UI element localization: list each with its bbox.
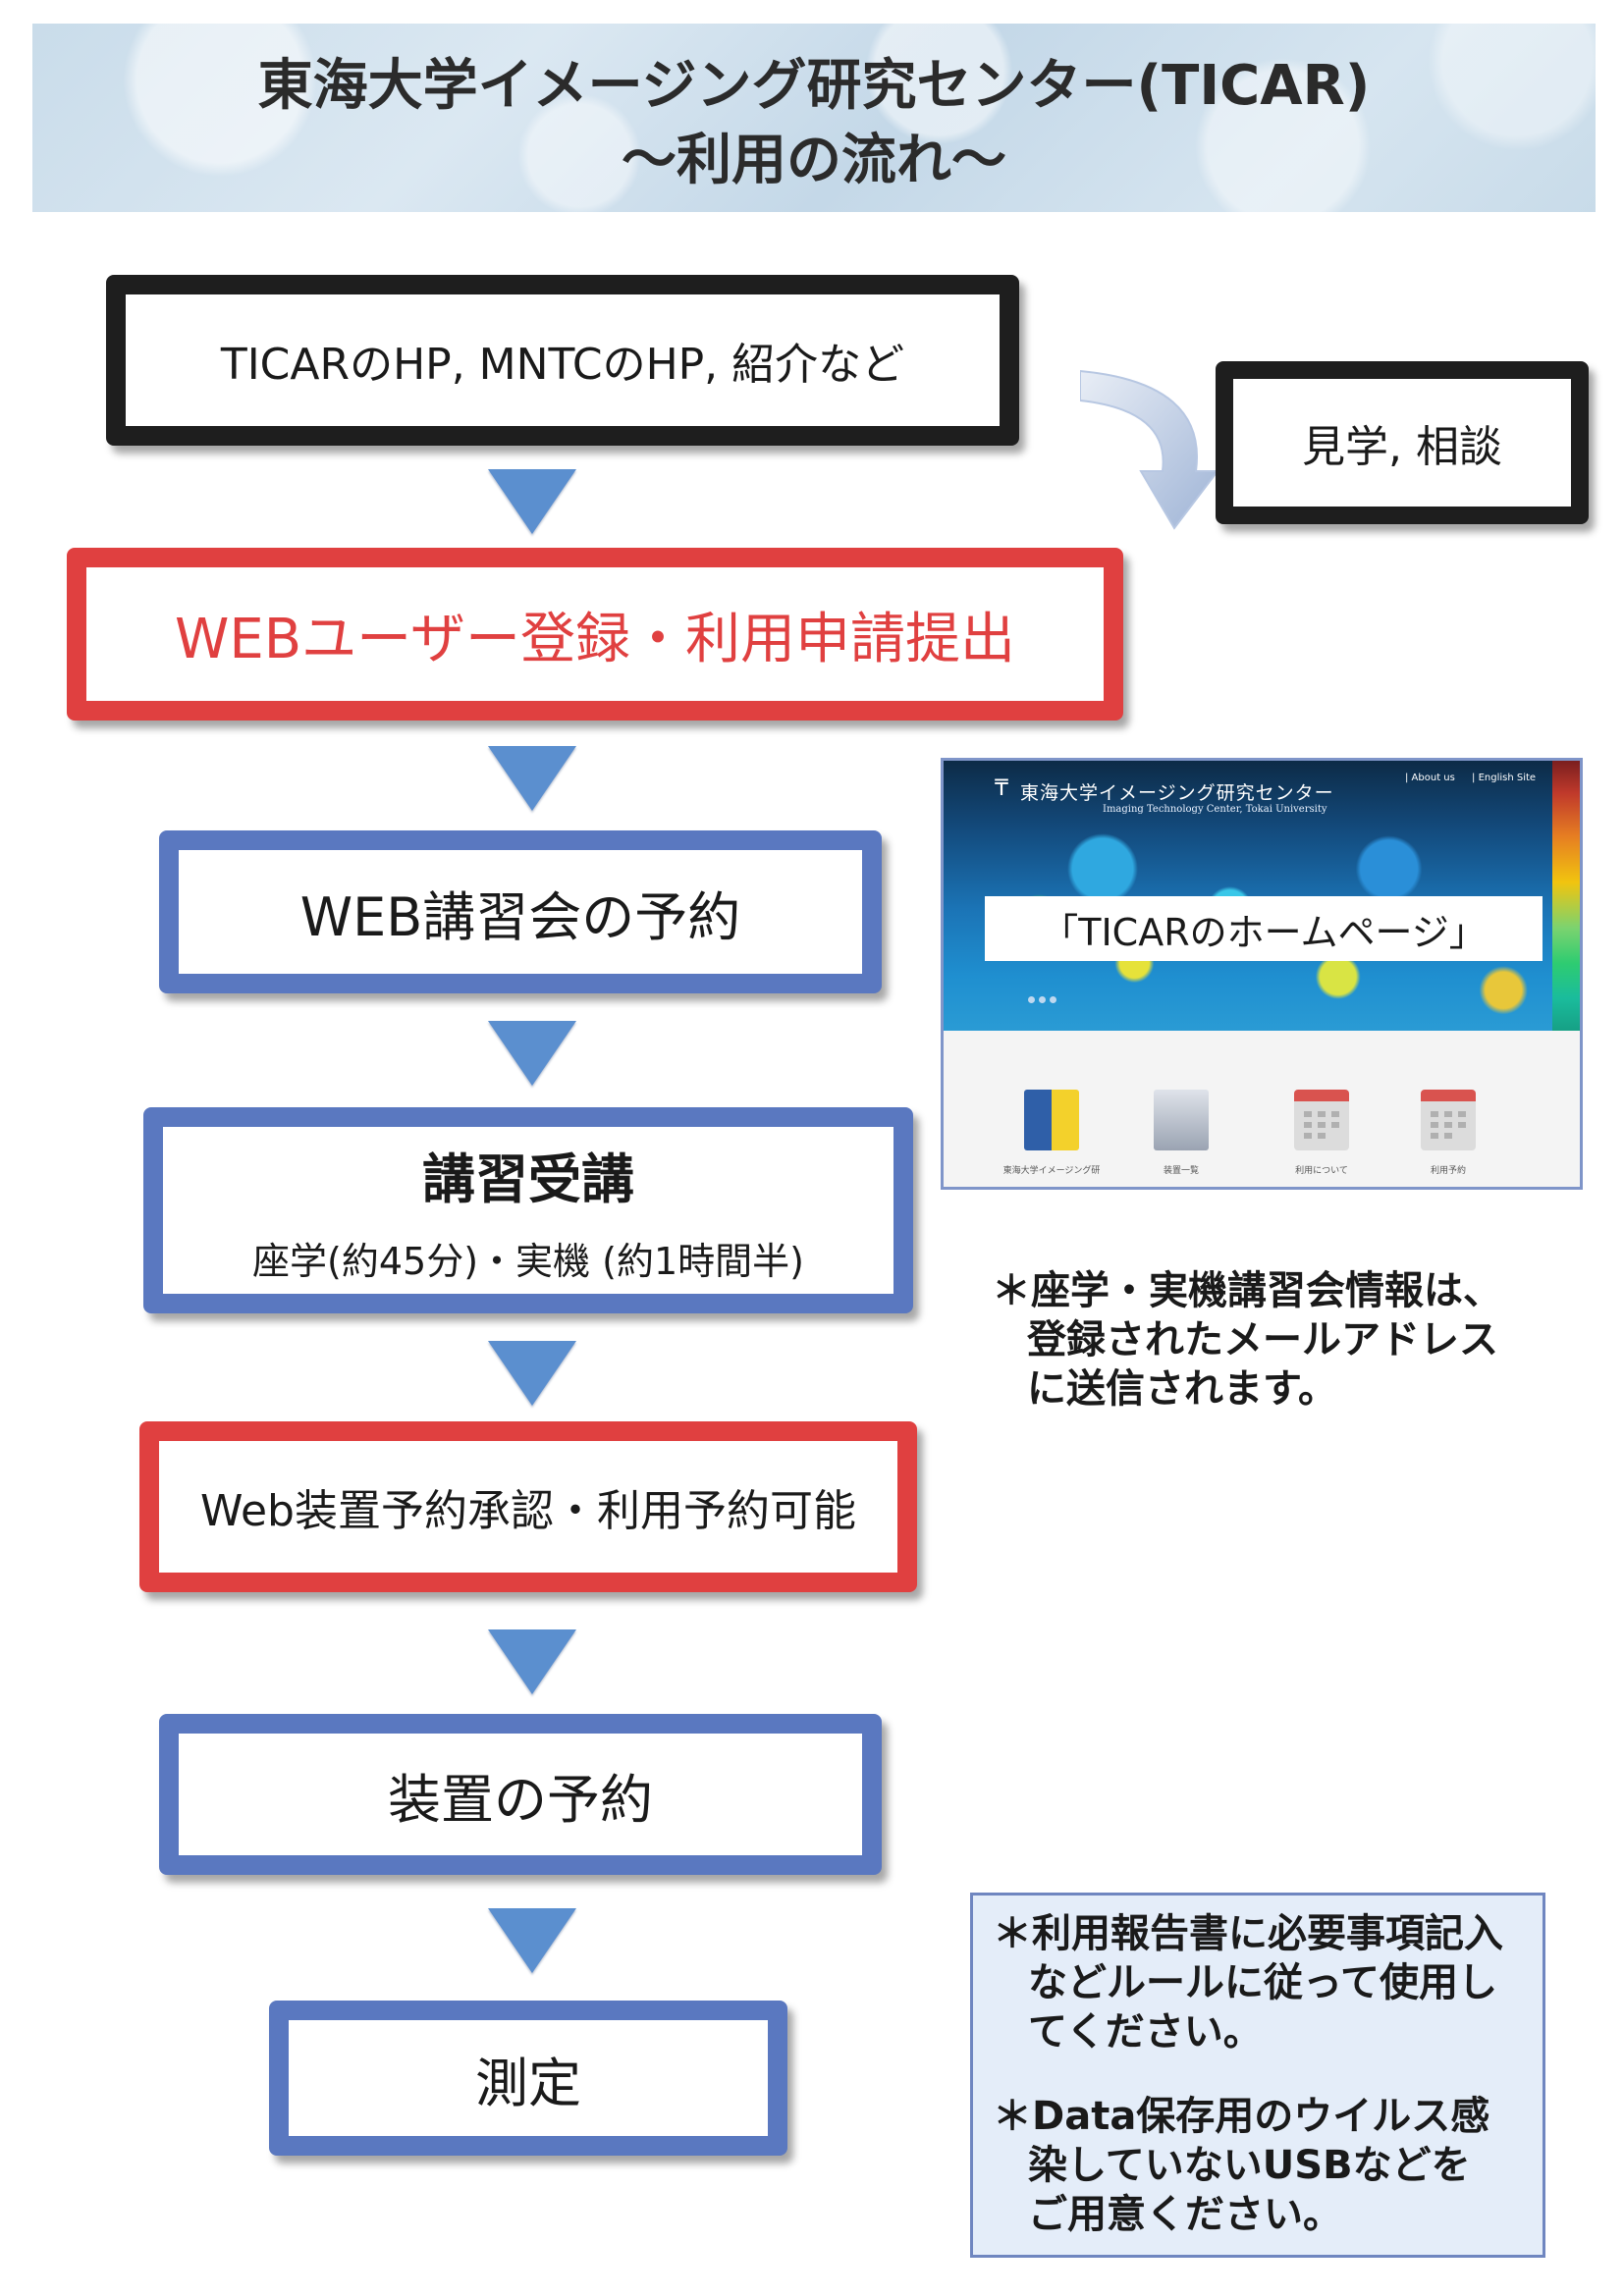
homepage-hero-image [944,761,1580,1031]
note-line: などルールに従って使用し [1028,1960,1497,2005]
flow-arrow-icon [488,1629,576,1694]
header-subtitle: 〜利用の流れ〜 [622,129,1006,192]
homepage-site-title: 東海大学イメージング研究センター [1020,782,1334,804]
note-lecture-info: ＊座学・実機講習会情報は、 登録されたメールアドレス に送信されます。 [992,1266,1502,1414]
step-ticar-hp-label: TICARのHP, MNTCのHP, 紹介など [220,340,905,390]
note-box-rules: ＊利用報告書に必要事項記入 などルールに従って使用し てください。 ＊Data保… [970,1893,1545,2258]
note-line: ＊利用報告書に必要事項記入 [993,1911,1503,1956]
note-line: てください。 [1028,2009,1263,2055]
color-scale-bar [1552,761,1580,1031]
step-approval: Web装置予約承認・利用予約可能 [139,1421,917,1592]
homepage-caption: 「TICARのホームページ」 [985,896,1543,961]
note-usb: ＊Data保存用のウイルス感 染していないUSBなどを ご用意ください。 [993,2092,1489,2239]
step-measurement: 測定 [269,2001,787,2156]
curved-arrow-icon [1080,369,1220,530]
homepage-nav: | About us | English Site [1405,773,1549,783]
step-web-lecture-booking: WEB講習会の予約 [159,830,882,993]
calendar-icon[interactable] [1421,1090,1476,1150]
note-line: ＊Data保存用のウイルス感 [993,2094,1490,2139]
flow-arrow-icon [488,746,576,811]
step-equipment-booking-label: 装置の予約 [388,1768,653,1831]
tile-caption: 利用について [1295,1166,1348,1176]
note-line: 登録されたメールアドレス [1027,1317,1498,1362]
tokai-logo-icon: ₸ [995,776,1008,801]
step-approval-label: Web装置予約承認・利用予約可能 [200,1486,856,1536]
step-attend-lecture-title: 講習受講 [422,1148,634,1210]
step-web-lecture-booking-label: WEB講習会の予約 [299,885,741,948]
flow-arrow-icon [488,469,576,534]
step-measurement-label: 測定 [475,2052,581,2114]
note-line: ＊座学・実機講習会情報は、 [992,1268,1502,1313]
note-line: 染していないUSBなどを [1028,2143,1471,2188]
step-ticar-hp: TICARのHP, MNTCのHP, 紹介など [106,275,1019,446]
homepage-screenshot: ₸ 東海大学イメージング研究センター Imaging Technology Ce… [941,758,1583,1190]
flow-arrow-icon [488,1908,576,1973]
step-attend-lecture-detail: 座学(約45分)・実機 (約1時間半) [252,1240,804,1283]
step-equipment-booking: 装置の予約 [159,1714,882,1875]
tile-caption: 利用予約 [1430,1166,1466,1176]
microscope-icon[interactable] [1154,1090,1209,1150]
flow-arrow-icon [488,1341,576,1406]
calendar-icon[interactable] [1294,1090,1349,1150]
nav-english-site[interactable]: | English Site [1472,773,1537,783]
note-rules: ＊利用報告書に必要事項記入 などルールに従って使用し てください。 [993,1909,1503,2056]
tokai-nikon-logo-icon[interactable] [1024,1090,1079,1150]
nav-about-us[interactable]: | About us [1405,773,1455,783]
flow-arrow-icon [488,1021,576,1086]
homepage-site-subtitle: Imaging Technology Center, Tokai Univers… [1103,804,1327,815]
step-attend-lecture: 講習受講 座学(約45分)・実機 (約1時間半) [143,1107,913,1313]
tile-caption: 装置一覧 [1163,1166,1199,1176]
step-web-register-label: WEBユーザー登録・利用申請提出 [174,607,1016,671]
step-web-register: WEBユーザー登録・利用申請提出 [67,548,1123,721]
homepage-body: 東海大学イメージング研 装置一覧 利用について 利用予約 [944,1031,1580,1187]
note-line: ご用意ください。 [1028,2192,1342,2237]
side-visit-consult: 見学, 相談 [1216,361,1589,524]
note-line: に送信されます。 [1027,1366,1337,1412]
carousel-dots [1028,988,1060,1007]
header-title: 東海大学イメージング研究センター(TICAR) [257,54,1371,118]
side-visit-consult-label: 見学, 相談 [1302,422,1502,472]
tile-caption: 東海大学イメージング研 [1002,1166,1101,1176]
header-banner: 東海大学イメージング研究センター(TICAR) 〜利用の流れ〜 [32,24,1596,212]
